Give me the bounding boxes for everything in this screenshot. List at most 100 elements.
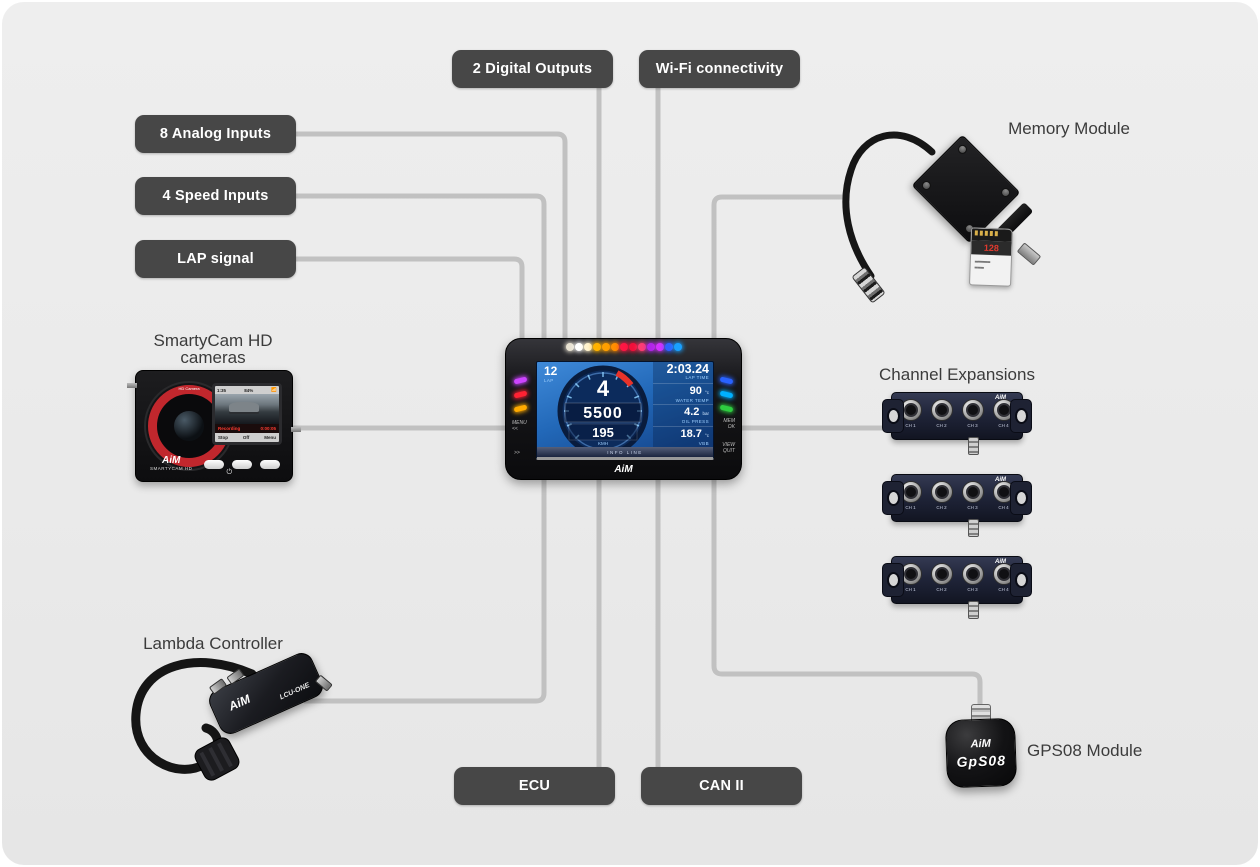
info-line-bar: INFO LINE — [537, 447, 713, 457]
cam-button-1[interactable] — [204, 460, 224, 469]
water-temp-row: 90 °c WATER TEMP — [653, 384, 713, 405]
label-box-wifi: Wi-Fi connectivity — [639, 50, 800, 88]
cam-view-track — [229, 402, 259, 412]
dash-left-alarm-leds — [513, 376, 528, 413]
dash-values-column: 2:03.24 LAP TIME 90 °c WATER TEMP 4.2 ba… — [653, 362, 713, 447]
lap-time-value: 2:03.24 — [666, 362, 709, 376]
port-label: CH 3 — [967, 587, 978, 592]
gps-label: GPS08 Module — [1027, 741, 1143, 760]
port-connector — [931, 481, 953, 503]
power-icon: ⏻ — [226, 469, 233, 476]
cam-button-2[interactable] — [232, 460, 252, 469]
cam-menu-softkey[interactable]: Menu — [264, 435, 276, 440]
led — [513, 376, 528, 385]
port-label: CH 3 — [967, 423, 978, 428]
sd-card-label-area: ▃▃▃▃▃▃▃▃ — [974, 257, 991, 269]
led — [673, 343, 682, 351]
mount-hole — [886, 572, 900, 588]
aux-row: 18.7 °c VBB — [653, 427, 713, 448]
memory-module-label: Memory Module — [1008, 119, 1130, 138]
lap-time-row: 2:03.24 LAP TIME — [653, 362, 713, 384]
aux-value: 18.7 °c — [680, 427, 709, 440]
mount-hole — [1014, 490, 1028, 506]
led — [719, 376, 734, 385]
speed-inputs-text: 4 Speed Inputs — [162, 188, 269, 204]
chexp-mount-tab-right — [1010, 481, 1032, 515]
dash-next-button-label[interactable]: >> — [514, 450, 520, 456]
channel-expansion-module: AiM CH 1 CH 2 CH 3 CH 4 — [882, 474, 1032, 540]
port-label: CH 2 — [936, 505, 947, 510]
led — [565, 343, 574, 351]
dash-right-alarm-leds — [719, 376, 734, 413]
chexp-bottom-connector — [968, 601, 979, 619]
analog-inputs-text: 8 Analog Inputs — [159, 126, 272, 142]
dash-view-quit-button-label[interactable]: VIEW QUIT — [722, 442, 735, 454]
led — [719, 390, 734, 399]
aim-logo: AiM — [226, 691, 253, 714]
mount-hole — [1014, 572, 1028, 588]
chexp-port: CH 1 — [900, 399, 922, 428]
rpm-value: 5500 — [583, 405, 623, 422]
port-connector — [931, 563, 953, 585]
water-temp-value: 90 °c — [689, 384, 709, 397]
mount-hole — [1014, 408, 1028, 424]
led — [619, 343, 628, 351]
smartycam-recording-row: Recording 0:00:05 — [215, 424, 279, 433]
lambda-model-text: LCU-ONE — [278, 681, 311, 702]
chexp-ports: CH 1 CH 2 CH 3 CH 4 — [892, 481, 1022, 510]
aim-logo: AiM — [995, 477, 1006, 483]
rpm-gauge: 4 5500 195 KMH — [557, 365, 649, 457]
channel-expansion-stack: AiM CH 1 CH 2 CH 3 CH 4 AiM CH 1 — [882, 2, 1032, 867]
recording-time: 0:00:05 — [260, 426, 276, 431]
led — [601, 343, 610, 351]
cam-signal-icon: 📶 — [271, 387, 277, 392]
recording-status: Recording — [218, 426, 241, 431]
led — [513, 390, 528, 399]
aim-logo: AiM — [995, 395, 1006, 401]
chexp-port: CH 2 — [931, 399, 953, 428]
port-connector — [900, 399, 922, 421]
cam-battery-pct: 84% — [244, 387, 254, 393]
channel-expansion-module: AiM CH 1 CH 2 CH 3 CH 4 — [882, 556, 1032, 622]
cam-off-softkey[interactable]: Off — [242, 435, 250, 440]
dash-logger-device: MENU << >> MEM OK VIEW QUIT 12 LAP 4 550… — [505, 338, 742, 480]
port-label: CH 4 — [998, 423, 1009, 428]
smartycam-name-text: SMARTYCAM HD — [150, 466, 193, 471]
label-box-analog-inputs: 8 Analog Inputs — [135, 115, 296, 153]
port-label: CH 1 — [905, 587, 916, 592]
dash-shift-light-strip — [565, 343, 682, 351]
port-connector — [900, 563, 922, 585]
speed-unit: KMH — [598, 441, 608, 446]
led — [664, 343, 673, 351]
port-label: CH 1 — [905, 423, 916, 428]
aim-logo: AiM — [162, 455, 181, 466]
smartycam-label: SmartyCam HD cameras — [135, 332, 291, 366]
cam-stop-softkey[interactable]: Stop — [218, 435, 228, 440]
chexp-port: CH 1 — [900, 481, 922, 510]
chexp-ports: CH 1 CH 2 CH 3 CH 4 — [892, 563, 1022, 592]
smartycam-live-view — [215, 394, 279, 424]
smartycam-screen: 1:35 84% 📶 Recording 0:00:05 Stop Off Me… — [212, 383, 282, 445]
sd-card-capacity: 128 — [983, 242, 999, 254]
lap-value: 12 — [544, 364, 558, 378]
dash-screen: 12 LAP 4 5500 195 KMH 2 — [536, 361, 714, 460]
port-connector — [931, 399, 953, 421]
gps-device: AiM GpS08 — [944, 717, 1018, 789]
channel-expansion-module: AiM CH 1 CH 2 CH 3 CH 4 — [882, 392, 1032, 458]
wire-gps — [711, 452, 983, 722]
aim-logo: AiM — [995, 559, 1006, 565]
port-label: CH 2 — [936, 587, 947, 592]
led — [655, 343, 664, 351]
cam-button-3[interactable] — [260, 460, 280, 469]
chexp-bottom-connector — [968, 519, 979, 537]
dash-mem-ok-button-label[interactable]: MEM OK — [723, 418, 735, 430]
label-box-can2: CAN II — [641, 767, 802, 805]
dash-menu-button-label[interactable]: MENU << — [512, 420, 527, 432]
wire-lap-signal — [296, 256, 525, 422]
label-box-lap-signal: LAP signal — [135, 240, 296, 278]
port-label: CH 3 — [967, 505, 978, 510]
label-box-digital-outputs: 2 Digital Outputs — [452, 50, 613, 88]
